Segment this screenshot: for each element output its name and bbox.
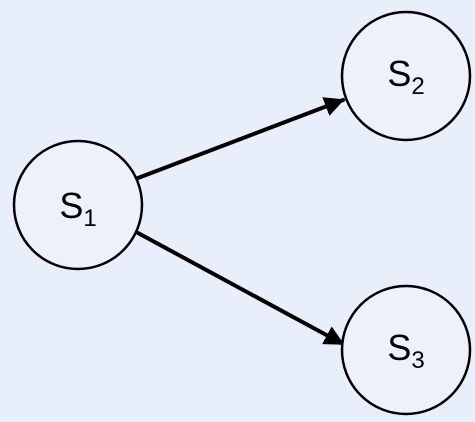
node-s2: S2 bbox=[340, 10, 472, 142]
node-s3: S3 bbox=[340, 284, 472, 416]
node-s2-circle bbox=[340, 10, 472, 142]
edge-s1-to-s2 bbox=[136, 97, 345, 180]
node-s1-subscript: 1 bbox=[83, 205, 96, 232]
node-s3-letter: S bbox=[387, 327, 411, 368]
node-s1-circle bbox=[12, 139, 144, 271]
edge-s1-to-s3 bbox=[136, 231, 345, 346]
node-s1: S1 bbox=[12, 139, 144, 271]
node-s2-label: S2 bbox=[387, 53, 424, 100]
node-s1-label: S1 bbox=[59, 185, 96, 232]
node-s3-subscript: 3 bbox=[411, 347, 424, 374]
node-s1-letter: S bbox=[59, 185, 83, 226]
node-s2-letter: S bbox=[387, 53, 411, 94]
node-s3-label: S3 bbox=[387, 327, 424, 374]
node-s3-circle bbox=[340, 284, 472, 416]
node-s2-subscript: 2 bbox=[411, 73, 424, 100]
